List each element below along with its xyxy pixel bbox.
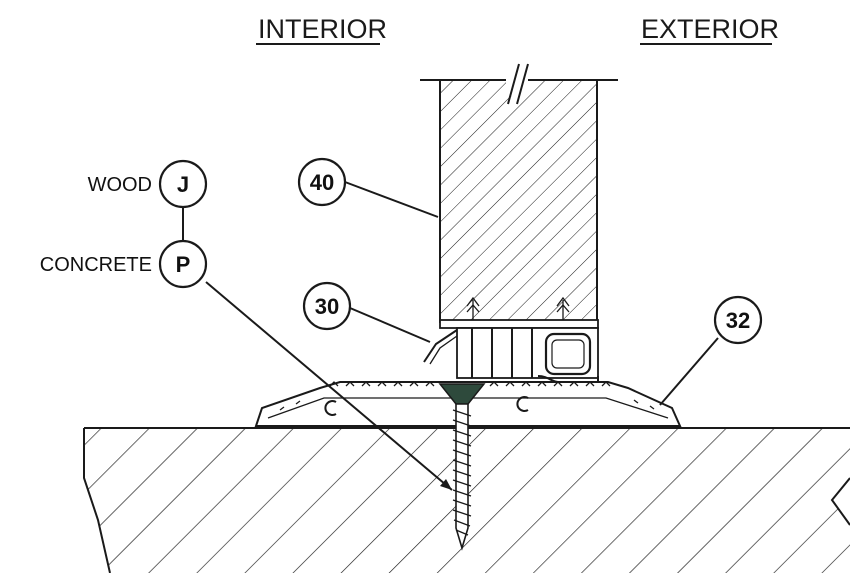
exterior-heading: EXTERIOR (641, 14, 779, 44)
concrete-label: CONCRETE (40, 254, 152, 276)
break-symbol (506, 63, 529, 105)
leader-p-arrowhead (440, 479, 452, 490)
interior-heading: INTERIOR (258, 14, 387, 44)
saddle-serrations (279, 381, 655, 411)
screw (438, 383, 486, 551)
screw-boss-left (324, 400, 337, 416)
callout-30: 30 (302, 281, 352, 331)
callout-40: 40 (297, 157, 347, 207)
callout-30-label: 30 (315, 294, 339, 319)
callout-40-label: 40 (310, 170, 334, 195)
fastener-arrow-right (556, 296, 570, 320)
door-panel (420, 63, 618, 323)
wood-label: WOOD (88, 174, 152, 196)
door-sweep (423, 296, 599, 379)
leader-40 (344, 181, 439, 218)
callout-32: 32 (713, 295, 763, 345)
floor-substrate (83, 427, 850, 573)
leader-32 (659, 337, 719, 406)
leader-30 (349, 307, 431, 343)
callout-32-label: 32 (726, 308, 750, 333)
callout-j-label: J (177, 172, 189, 197)
leader-p (205, 281, 453, 491)
screw-threads (452, 409, 472, 536)
callout-j: J (158, 159, 208, 209)
screw-boss-right (516, 396, 529, 412)
fastener-arrow-left (466, 296, 480, 320)
callout-p: P (158, 239, 208, 289)
leader-lines (182, 181, 719, 491)
callout-p-label: P (176, 252, 191, 277)
